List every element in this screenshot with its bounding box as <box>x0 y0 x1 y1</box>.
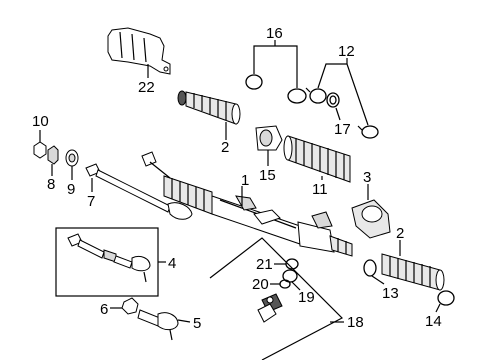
cap-part-3 <box>351 199 391 239</box>
boot-part-2-right <box>381 253 445 291</box>
callout-21: 21 <box>256 256 273 273</box>
callout-2-right: 2 <box>396 225 404 242</box>
seal-part-17 <box>326 92 340 108</box>
callout-12: 12 <box>338 43 355 60</box>
callout-17: 17 <box>334 121 351 138</box>
rack-assembly-part-1 <box>141 151 353 257</box>
callout-19: 19 <box>298 289 315 306</box>
nut-part-6 <box>121 297 139 315</box>
nut-part-10 <box>33 141 47 159</box>
callout-9: 9 <box>67 181 75 198</box>
callout-7: 7 <box>87 193 95 210</box>
leader-12 <box>317 63 369 126</box>
tie-rod-assembly-part-4 <box>67 233 151 283</box>
bushing-part-15 <box>255 125 283 151</box>
callout-1: 1 <box>241 172 249 189</box>
heat-shield-part-22 <box>107 27 171 75</box>
leader-16 <box>253 45 298 88</box>
leader-19 <box>291 281 301 291</box>
clamp-part-14 <box>437 290 455 306</box>
callout-13: 13 <box>382 285 399 302</box>
callout-8: 8 <box>47 176 55 193</box>
callout-2-upper: 2 <box>221 139 229 156</box>
kit-outline-part-18 <box>209 237 344 360</box>
callout-16: 16 <box>266 25 283 42</box>
leader-5 <box>177 319 191 323</box>
leader-13 <box>371 275 385 285</box>
valve-part <box>257 293 283 323</box>
lock-nut-part-8 <box>47 145 59 165</box>
seal-part-20 <box>279 279 291 289</box>
leader-14 <box>435 303 441 313</box>
washer-part-9 <box>65 149 79 167</box>
callout-18: 18 <box>347 314 364 331</box>
callout-11: 11 <box>312 181 328 198</box>
boot-part-11 <box>283 135 351 183</box>
tie-rod-end-part-5 <box>137 309 179 341</box>
callout-22: 22 <box>138 79 155 96</box>
leader-17 <box>335 107 341 121</box>
callout-3: 3 <box>363 169 371 186</box>
callout-5: 5 <box>193 315 201 332</box>
clamp-part-13 <box>363 259 377 277</box>
callout-20: 20 <box>252 276 269 293</box>
callout-14: 14 <box>425 313 442 330</box>
clamp-part-12 <box>305 87 379 139</box>
callout-6: 6 <box>100 301 108 318</box>
callout-15: 15 <box>259 167 276 184</box>
o-rings-part-16 <box>245 74 307 104</box>
callout-4: 4 <box>168 255 176 272</box>
boot-part-2-upper <box>177 90 241 125</box>
inner-tie-rod-part-7 <box>85 163 193 220</box>
callout-10: 10 <box>32 113 49 130</box>
